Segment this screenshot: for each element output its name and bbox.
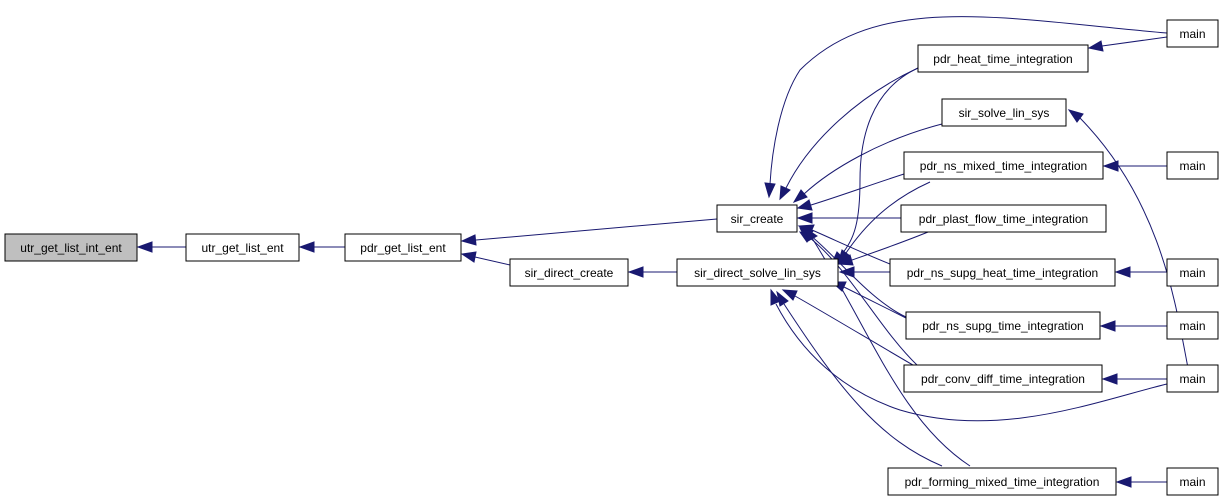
edge-main-5-to-sir-solve-lin-sys bbox=[1067, 109, 1189, 369]
node-label: pdr_forming_mixed_time_integration bbox=[905, 475, 1100, 489]
edge-main-2-to-pdr-ns-mixed bbox=[1102, 160, 1167, 172]
edge-main-1-to-sir-create bbox=[764, 16, 1168, 199]
node-main-5[interactable]: main bbox=[1166, 364, 1219, 393]
node-label: pdr_plast_flow_time_integration bbox=[919, 212, 1088, 226]
node-utr-get-list-int-ent[interactable]: utr_get_list_int_ent bbox=[4, 233, 138, 262]
edge-pdr-heat-to-sir-create bbox=[779, 67, 919, 201]
node-label: pdr_conv_diff_time_integration bbox=[921, 372, 1085, 386]
node-label: pdr_get_list_ent bbox=[360, 241, 446, 255]
edge-pdr-conv-diff-to-sir-direct-solve bbox=[781, 289, 919, 369]
node-main-4[interactable]: main bbox=[1166, 311, 1219, 340]
node-label: sir_direct_solve_lin_sys bbox=[694, 266, 821, 280]
node-pdr-plast-flow-time-integration[interactable]: pdr_plast_flow_time_integration bbox=[900, 204, 1107, 233]
node-pdr-forming-mixed-time-integration[interactable]: pdr_forming_mixed_time_integration bbox=[887, 467, 1117, 496]
edge-pdr-plast-flow-to-sir-create bbox=[796, 212, 901, 224]
edge-pdr-conv-diff-to-sir-create bbox=[798, 231, 919, 367]
edge-sir-create-to-pdr-get-list-ent bbox=[460, 218, 718, 246]
call-nodes: utr_get_list_int_ent utr_get_list_ent pd… bbox=[4, 19, 1219, 496]
node-label: utr_get_list_ent bbox=[201, 241, 284, 255]
node-pdr-ns-supg-heat-time-integration[interactable]: pdr_ns_supg_heat_time_integration bbox=[889, 258, 1116, 287]
node-main-1[interactable]: main bbox=[1166, 19, 1219, 48]
node-label: main bbox=[1179, 372, 1205, 386]
node-label: sir_direct_create bbox=[525, 266, 614, 280]
node-label: pdr_ns_mixed_time_integration bbox=[920, 159, 1087, 173]
node-label: main bbox=[1179, 475, 1205, 489]
edge-sir-direct-create-to-pdr-get-list-ent bbox=[460, 251, 511, 266]
node-label: utr_get_list_int_ent bbox=[20, 241, 122, 255]
node-sir-solve-lin-sys[interactable]: sir_solve_lin_sys bbox=[941, 98, 1067, 127]
node-label: pdr_heat_time_integration bbox=[933, 52, 1072, 66]
edge-utr-get-list-ent-to-utr-get-list-int-ent bbox=[136, 241, 186, 253]
node-pdr-ns-mixed-time-integration[interactable]: pdr_ns_mixed_time_integration bbox=[903, 151, 1104, 180]
edge-pdr-get-list-ent-to-utr-get-list-ent bbox=[298, 241, 345, 253]
node-pdr-heat-time-integration[interactable]: pdr_heat_time_integration bbox=[917, 44, 1089, 73]
edge-sir-solve-lin-sys-to-sir-create bbox=[792, 123, 943, 203]
edge-main-6-to-pdr-forming bbox=[1115, 476, 1167, 488]
edge-main-1-to-pdr-heat bbox=[1087, 36, 1168, 52]
node-main-3[interactable]: main bbox=[1166, 258, 1219, 287]
node-main-2[interactable]: main bbox=[1166, 151, 1219, 180]
edge-main-3-to-pdr-ns-supg-heat bbox=[1114, 266, 1167, 278]
node-sir-create[interactable]: sir_create bbox=[716, 204, 798, 233]
node-label: main bbox=[1179, 266, 1205, 280]
edge-pdr-ns-mixed-to-sir-create bbox=[796, 173, 905, 211]
node-label: sir_create bbox=[731, 212, 784, 226]
edge-main-4-to-pdr-ns-supg bbox=[1099, 320, 1167, 332]
node-main-6[interactable]: main bbox=[1166, 467, 1219, 496]
node-pdr-conv-diff-time-integration[interactable]: pdr_conv_diff_time_integration bbox=[903, 364, 1103, 393]
edge-pdr-ns-supg-to-sir-direct-solve bbox=[830, 281, 907, 319]
node-label: main bbox=[1179, 159, 1205, 173]
node-utr-get-list-ent[interactable]: utr_get_list_ent bbox=[185, 233, 300, 262]
node-pdr-ns-supg-time-integration[interactable]: pdr_ns_supg_time_integration bbox=[905, 311, 1101, 340]
node-label: main bbox=[1179, 27, 1205, 41]
edge-sir-direct-solve-lin-sys-to-sir-direct-create bbox=[627, 266, 677, 278]
node-label: sir_solve_lin_sys bbox=[959, 106, 1050, 120]
node-label: main bbox=[1179, 319, 1205, 333]
edge-main-5-to-pdr-conv-diff bbox=[1101, 373, 1167, 385]
node-pdr-get-list-ent[interactable]: pdr_get_list_ent bbox=[344, 233, 462, 262]
edge-pdr-ns-supg-heat-to-sir-direct-solve bbox=[838, 266, 890, 278]
edge-pdr-forming-to-sir-direct-solve bbox=[776, 290, 943, 467]
node-label: pdr_ns_supg_heat_time_integration bbox=[907, 266, 1098, 280]
node-label: pdr_ns_supg_time_integration bbox=[922, 319, 1083, 333]
node-sir-direct-solve-lin-sys[interactable]: sir_direct_solve_lin_sys bbox=[676, 258, 839, 287]
node-sir-direct-create[interactable]: sir_direct_create bbox=[509, 258, 629, 287]
edge-main-5-to-sir-direct-solve bbox=[770, 288, 1168, 422]
